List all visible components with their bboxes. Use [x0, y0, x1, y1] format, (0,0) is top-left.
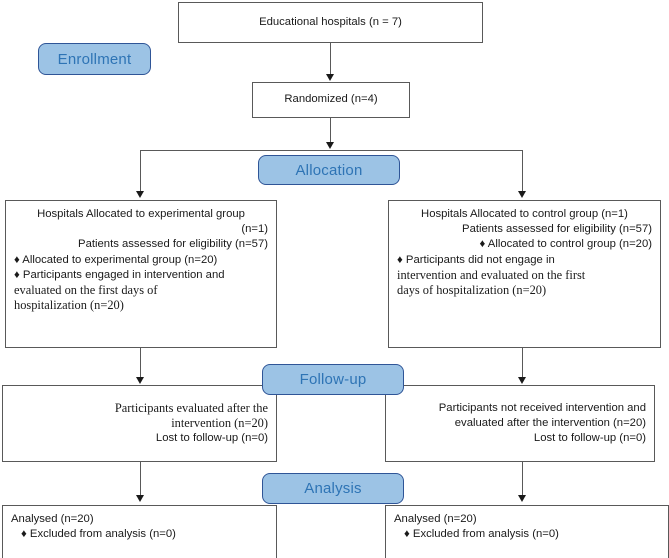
connector-allocation-split-bar — [140, 150, 523, 152]
box-followup-control-line3: Lost to follow-up (n=0) — [533, 432, 646, 445]
stage-badge-enrollment-label: Enrollment — [57, 50, 132, 68]
stage-badge-analysis: Analysis — [262, 473, 404, 504]
box-allocation-control: Hospitals Allocated to control group (n=… — [388, 200, 661, 348]
box-allocation-experimental-line3: Patients assessed for eligibility (n=57) — [78, 238, 268, 251]
box-educational-hospitals: Educational hospitals (n = 7) — [178, 2, 483, 43]
box-allocation-experimental: Hospitals Allocated to experimental grou… — [5, 200, 277, 348]
stage-badge-followup: Follow-up — [262, 364, 404, 395]
box-allocation-control-line3: ♦ Allocated to control group (n=20) — [479, 238, 653, 251]
box-analysis-control-line2: ♦ Excluded from analysis (n=0) — [404, 528, 559, 541]
box-allocation-control-line1: Hospitals Allocated to control group (n=… — [421, 208, 628, 220]
box-allocation-control-line6: days of hospitalization (n=20) — [397, 283, 547, 298]
box-randomized: Randomized (n=4) — [252, 82, 410, 118]
connector-alloc-ctl-to-followup — [522, 348, 524, 378]
box-allocation-experimental-line7: hospitalization (n=20) — [14, 298, 124, 313]
box-followup-control-line1: Participants not received intervention a… — [438, 401, 646, 414]
box-followup-experimental-line2: intervention (n=20) — [171, 415, 268, 430]
box-educational-hospitals-line1: Educational hospitals (n = 7) — [259, 15, 402, 28]
box-analysis-experimental-line2: ♦ Excluded from analysis (n=0) — [21, 528, 176, 541]
connector-followup-exp-to-analysis — [140, 462, 142, 496]
arrowhead-followup-exp-to-analysis — [136, 495, 144, 502]
arrowhead-split-left — [136, 191, 144, 198]
connector-source-to-randomized — [330, 43, 332, 75]
box-followup-control-line2: evaluated after the intervention (n=20) — [454, 416, 646, 429]
arrowhead-followup-ctl-to-analysis — [518, 495, 526, 502]
box-randomized-line1: Randomized (n=4) — [284, 93, 378, 106]
arrowhead-split-right — [518, 191, 526, 198]
connector-split-right-drop — [522, 150, 524, 192]
box-allocation-experimental-line1: Hospitals Allocated to experimental grou… — [37, 208, 245, 220]
stage-badge-followup-label: Follow-up — [299, 371, 367, 388]
box-followup-experimental-line1: Participants evaluated after the — [114, 400, 268, 415]
arrowhead-randomized-down — [326, 142, 334, 149]
stage-badge-allocation-label: Allocation — [295, 161, 363, 179]
connector-followup-ctl-to-analysis — [522, 462, 524, 496]
arrowhead-alloc-exp-to-followup — [136, 377, 144, 384]
box-allocation-control-line2: Patients assessed for eligibility (n=57) — [462, 223, 652, 236]
box-analysis-experimental-line1: Analysed (n=20) — [11, 513, 94, 525]
box-analysis-experimental: Analysed (n=20) ♦ Excluded from analysis… — [2, 505, 277, 558]
arrowhead-alloc-ctl-to-followup — [518, 377, 526, 384]
connector-alloc-exp-to-followup — [140, 348, 142, 378]
box-allocation-experimental-line2: (n=1) — [241, 223, 268, 236]
box-followup-control: Participants not received intervention a… — [385, 385, 655, 462]
stage-badge-enrollment: Enrollment — [38, 43, 151, 75]
box-allocation-experimental-line4: ♦ Allocated to experimental group (n=20) — [14, 253, 218, 266]
box-allocation-experimental-line5: ♦ Participants engaged in intervention a… — [14, 268, 225, 281]
box-analysis-control: Analysed (n=20) ♦ Excluded from analysis… — [385, 505, 669, 558]
box-analysis-control-line1: Analysed (n=20) — [394, 513, 477, 525]
stage-badge-allocation: Allocation — [258, 155, 400, 185]
connector-split-left-drop — [140, 150, 142, 192]
box-followup-experimental: Participants evaluated after the interve… — [2, 385, 277, 462]
box-followup-experimental-line3: Lost to follow-up (n=0) — [155, 432, 268, 445]
connector-randomized-down — [330, 118, 332, 143]
box-allocation-experimental-line6: evaluated on the first days of — [14, 283, 158, 298]
arrowhead-source-to-randomized — [326, 74, 334, 81]
box-allocation-control-line4: ♦ Participants did not engage in — [397, 253, 555, 266]
box-allocation-control-line5: intervention and evaluated on the first — [397, 267, 586, 282]
stage-badge-analysis-label: Analysis — [304, 480, 362, 497]
